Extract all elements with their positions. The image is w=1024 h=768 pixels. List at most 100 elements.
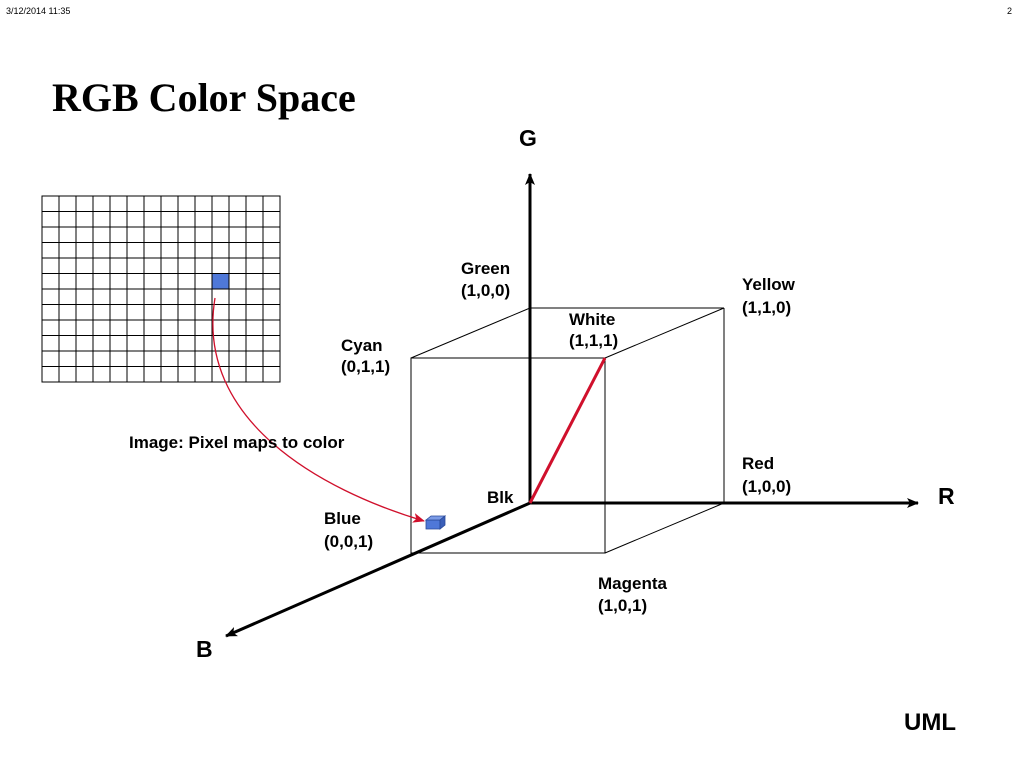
pixel-cell	[92, 273, 111, 290]
pixel-cell	[211, 257, 230, 274]
pixel-cell	[143, 257, 162, 274]
pixel-cell	[194, 226, 213, 243]
pixel-cell	[177, 366, 196, 383]
black-label: Blk	[487, 488, 514, 507]
pixel-cell	[228, 335, 247, 352]
pixel-cell	[194, 211, 213, 228]
pixel-cell	[245, 288, 264, 305]
pixel-cell	[160, 211, 179, 228]
pixel-cell	[92, 195, 111, 212]
pixel-cell	[245, 335, 264, 352]
pixel-cell	[177, 273, 196, 290]
pixel-cell	[262, 257, 281, 274]
pixel-cell	[177, 211, 196, 228]
green-coords: (1,0,0)	[461, 281, 510, 300]
pixel-cell	[126, 304, 145, 321]
pixel-cell	[126, 211, 145, 228]
pixel-cell	[211, 319, 230, 336]
pixel-cell	[143, 211, 162, 228]
pixel-cell	[211, 195, 230, 212]
pixel-cell	[58, 366, 77, 383]
yellow-label: Yellow	[742, 275, 796, 294]
pixel-cell	[160, 335, 179, 352]
pixel-cell	[262, 366, 281, 383]
pixel-cell	[41, 195, 60, 212]
pixel-cell	[262, 273, 281, 290]
pixel-cell	[262, 195, 281, 212]
pixel-cell	[177, 350, 196, 367]
pixel-cell	[109, 304, 128, 321]
b-axis-label: B	[196, 636, 213, 662]
pixel-cell	[177, 226, 196, 243]
pixel-cell	[177, 257, 196, 274]
pixel-cell	[262, 319, 281, 336]
pixel-cell	[58, 211, 77, 228]
pixel-cell	[75, 288, 94, 305]
pixel-cell	[194, 335, 213, 352]
pixel-cell	[58, 195, 77, 212]
pixel-mapping-arrow	[212, 297, 425, 523]
b-axis	[225, 501, 531, 638]
cube-front-face	[410, 357, 606, 554]
pixel-cell	[211, 211, 230, 228]
pixel-cell	[262, 242, 281, 259]
blue-label: Blue	[324, 509, 361, 528]
yellow-coords: (1,1,0)	[742, 298, 791, 317]
pixel-cell	[75, 350, 94, 367]
pixel-cell	[228, 350, 247, 367]
pixel-cell	[126, 288, 145, 305]
pixel-cell	[92, 319, 111, 336]
pixel-cell	[41, 226, 60, 243]
pixel-cell	[41, 257, 60, 274]
color-point-cube	[424, 515, 447, 530]
pixel-cell	[143, 335, 162, 352]
pixel-cell	[41, 288, 60, 305]
pixel-cell	[177, 335, 196, 352]
pixel-cell	[245, 195, 264, 212]
pixel-cell	[177, 304, 196, 321]
pixel-cell	[75, 273, 94, 290]
pixel-cell	[75, 226, 94, 243]
pixel-cell	[177, 319, 196, 336]
cube-edge-cyan-green	[410, 307, 531, 359]
pixel-cell	[228, 226, 247, 243]
color-cube	[410, 307, 725, 554]
pixel-cell	[245, 319, 264, 336]
red-coords: (1,0,0)	[742, 477, 791, 496]
pixel-cell	[160, 273, 179, 290]
pixel-cell	[143, 195, 162, 212]
pixel-cell	[228, 211, 247, 228]
pixel-cell	[194, 242, 213, 259]
pixel-cell	[109, 226, 128, 243]
pixel-cell	[228, 257, 247, 274]
pixel-cell	[109, 350, 128, 367]
pixel-cell	[245, 304, 264, 321]
pixel-cell	[92, 335, 111, 352]
pixel-cell	[262, 304, 281, 321]
pixel-cell	[228, 273, 247, 290]
pixel-cell	[41, 273, 60, 290]
pixel-cell	[194, 304, 213, 321]
pixel-cell	[194, 257, 213, 274]
pixel-cell	[126, 350, 145, 367]
pixel-cell	[262, 335, 281, 352]
g-axis-label: G	[519, 125, 537, 151]
pixel-cell	[211, 350, 230, 367]
pixel-cell	[160, 288, 179, 305]
pixel-cell	[160, 226, 179, 243]
r-axis-label: R	[938, 483, 955, 509]
pixel-cell	[245, 273, 264, 290]
pixel-cell	[58, 350, 77, 367]
pixel-cell	[109, 335, 128, 352]
pixel-cell	[75, 242, 94, 259]
white-coords: (1,1,1)	[569, 331, 618, 350]
pixel-cell	[92, 350, 111, 367]
pixel-cell	[92, 257, 111, 274]
pixel-cell	[75, 211, 94, 228]
pixel-cell	[143, 288, 162, 305]
white-label: White	[569, 310, 615, 329]
pixel-cell	[194, 288, 213, 305]
pixel-cell	[92, 304, 111, 321]
pixel-cell	[126, 335, 145, 352]
